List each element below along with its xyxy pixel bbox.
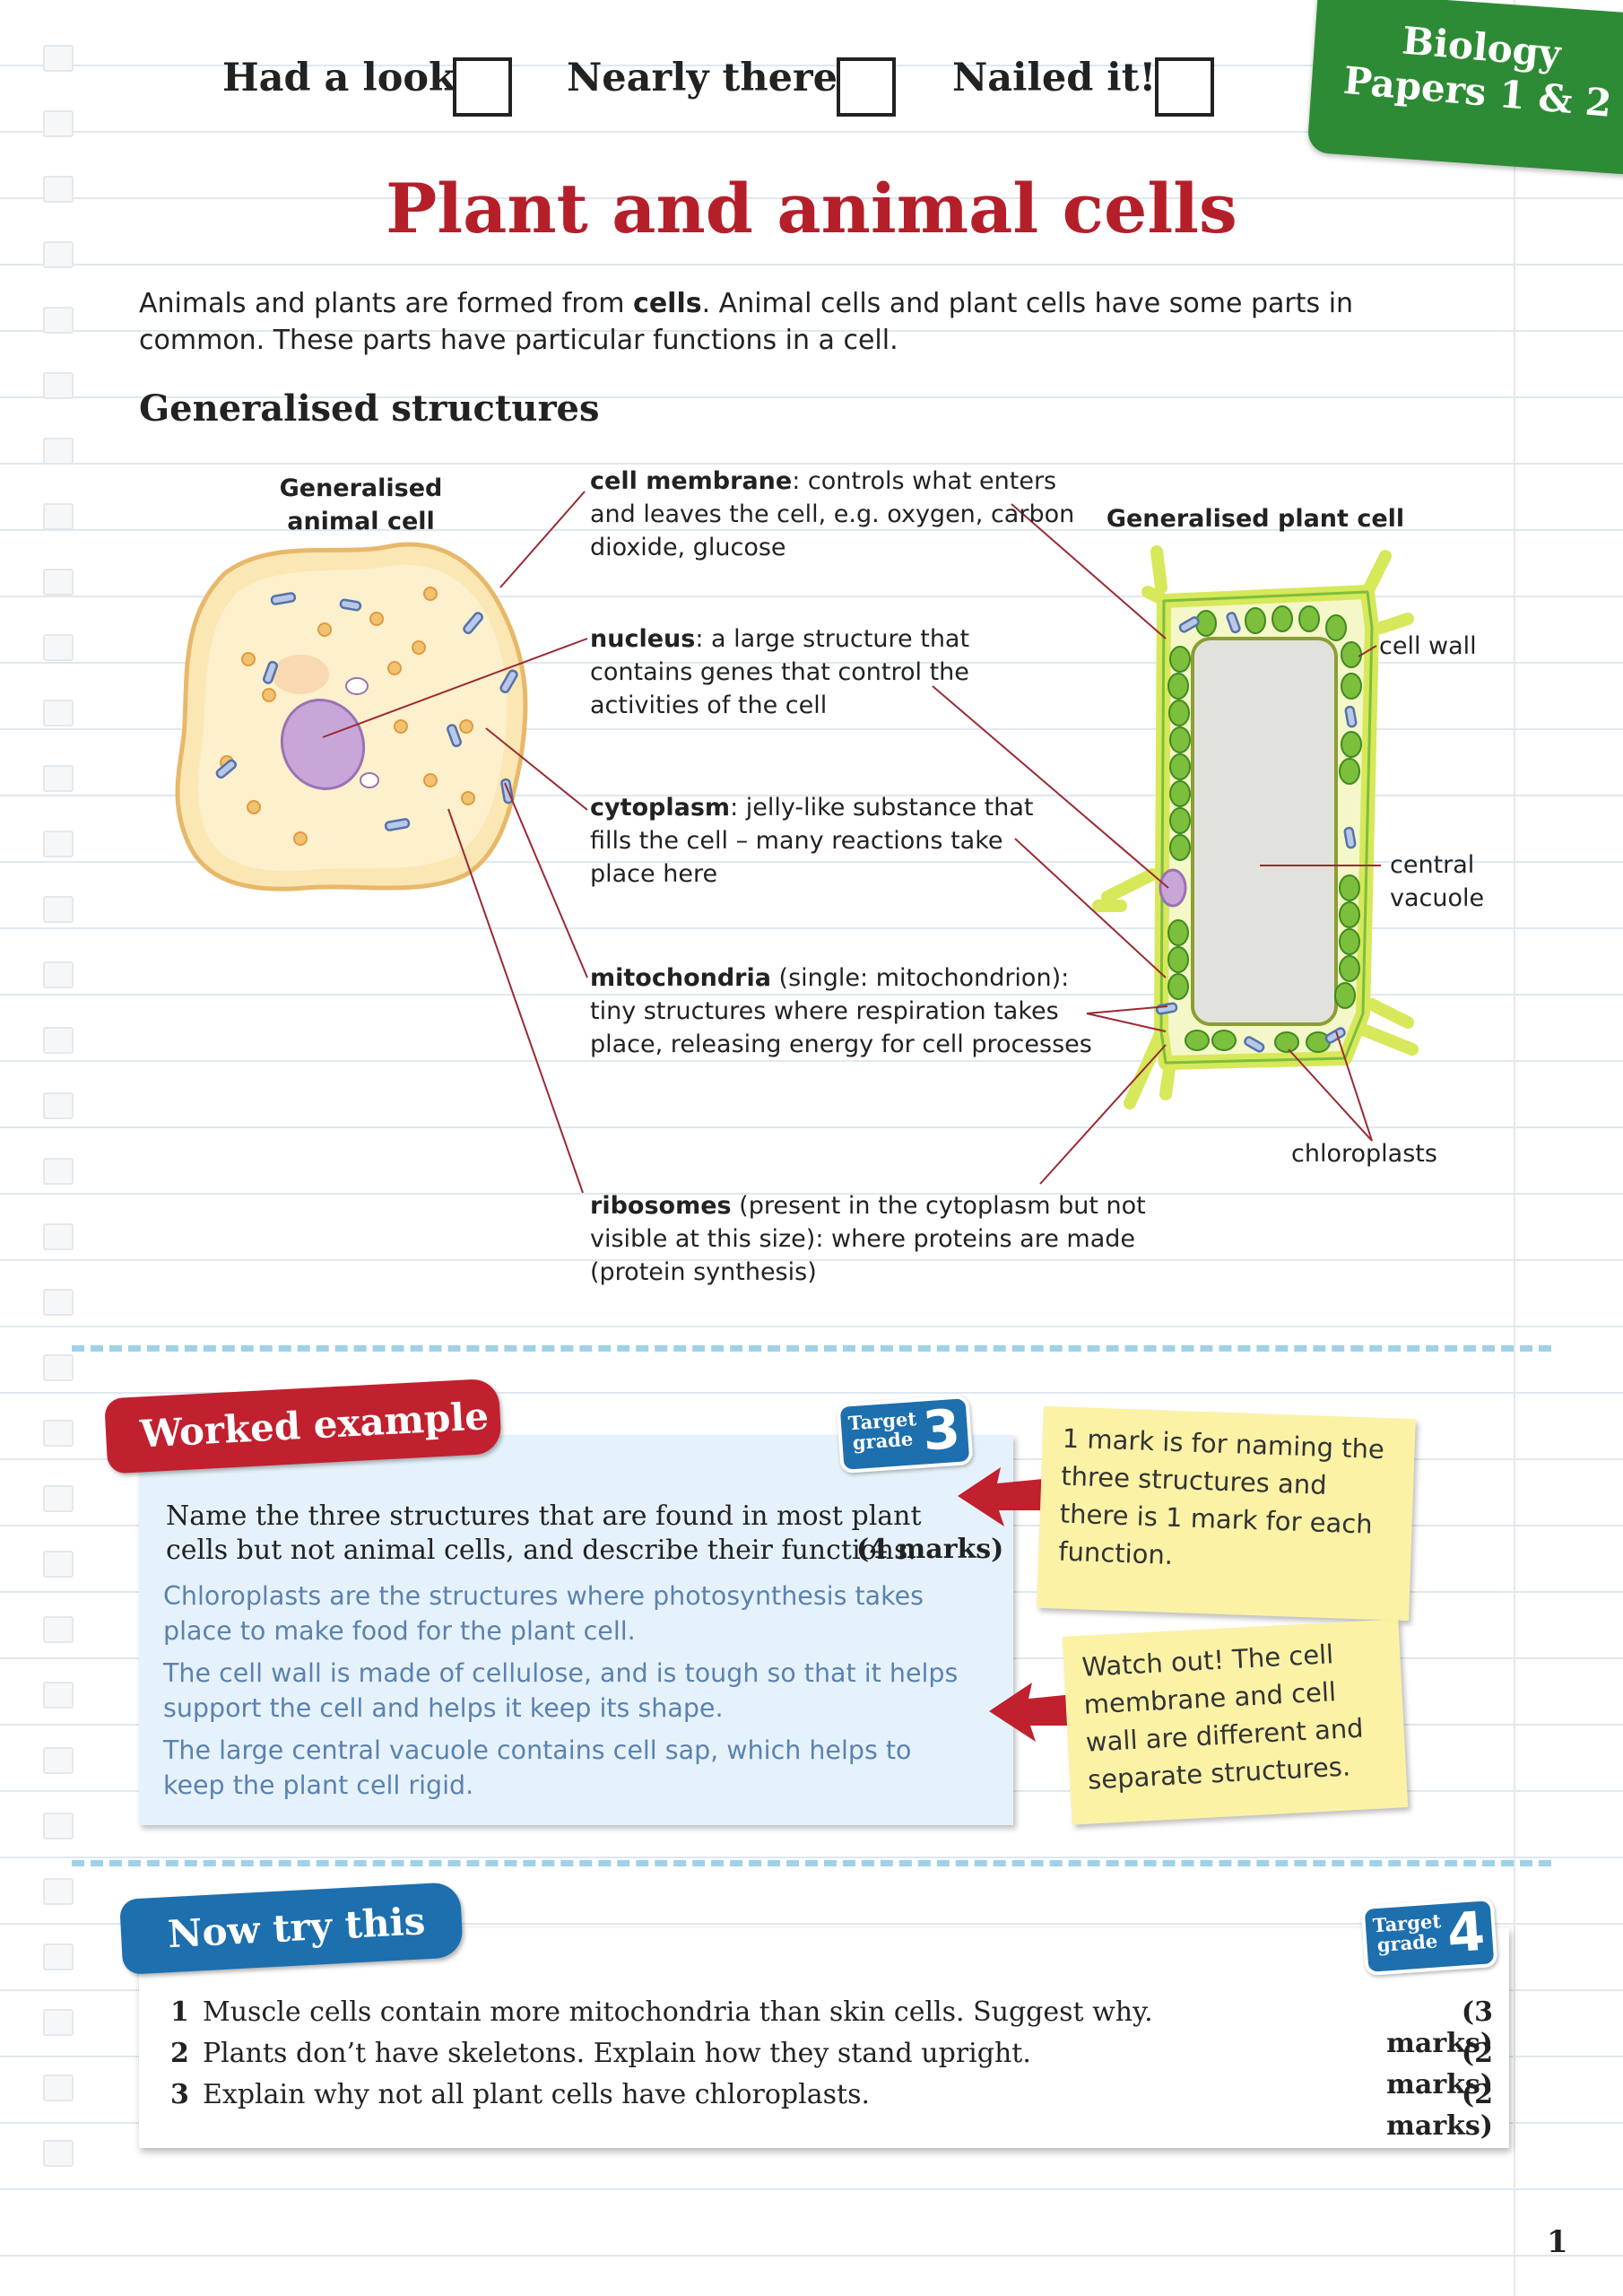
desc-mitochondria: (single: mitochondrion): tiny structures… xyxy=(590,964,1092,1058)
desc-nucleus: : a large structure that contains genes … xyxy=(590,625,970,719)
desc-ribosomes: (present in the cytoplasm but not visibl… xyxy=(590,1192,1146,1286)
question-number: 2 xyxy=(170,2038,189,2069)
term-cytoplasm: cytoplasm xyxy=(590,794,731,822)
worked-example-box xyxy=(139,1435,1013,1825)
label-mitochondria: mitochondria (single: mitochondrion): ti… xyxy=(590,961,1097,1061)
desc-cell-membrane: : controls what enters and leaves the ce… xyxy=(590,467,1075,561)
intro-text-2: . Animal cells and plant cells have some… xyxy=(139,288,1354,356)
page-title: Plant and animal cells xyxy=(386,169,1237,248)
answer-vacuole: The large central vacuole contains cell … xyxy=(163,1735,912,1800)
sticky-note-watch-out: Watch out! The cell membrane and cell wa… xyxy=(1062,1619,1409,1825)
nailed-it-checkbox[interactable] xyxy=(1155,57,1214,117)
target-grade-number: 4 xyxy=(1445,1900,1488,1966)
section-heading: Generalised structures xyxy=(139,387,600,430)
question-2-marks: (2 marks) xyxy=(1386,2038,1493,2100)
section-divider xyxy=(72,1860,1551,1866)
leader-lines xyxy=(322,491,1381,1194)
label-cell-membrane: cell membrane: controls what enters and … xyxy=(590,465,1079,564)
term-nucleus: nucleus xyxy=(590,625,696,653)
section-divider xyxy=(72,1345,1551,1352)
question-3-marks: (2 marks) xyxy=(1386,2079,1493,2142)
sticky-note-marks: 1 mark is for naming the three structure… xyxy=(1037,1405,1416,1622)
label-cell-wall: cell wall xyxy=(1379,632,1477,660)
intro-paragraph: Animals and plants are formed from cells… xyxy=(139,285,1439,359)
question-2: 2 Plants don’t have skeletons. Explain ho… xyxy=(170,2038,1336,2069)
label-chloroplasts: chloroplasts xyxy=(1291,1140,1437,1168)
term-cell-membrane: cell membrane xyxy=(590,467,793,495)
target-grade-label: Target grade xyxy=(847,1407,917,1455)
question-number: 1 xyxy=(170,1996,189,2028)
question-number: 3 xyxy=(170,2079,189,2110)
page-number: 1 xyxy=(1547,2224,1568,2260)
animal-cell-title: Generalised animal cell xyxy=(269,472,453,538)
tracker-label-nailed-it: Nailed it! xyxy=(952,56,1157,100)
target-grade-badge-4: Target grade 4 xyxy=(1360,1896,1498,1977)
intro-bold-cells: cells xyxy=(633,288,702,319)
target-grade-badge-3: Target grade 3 xyxy=(836,1394,974,1474)
label-ribosomes: ribosomes (present in the cytoplasm but … xyxy=(590,1189,1182,1289)
desc-cytoplasm: : jelly-like substance that fills the ce… xyxy=(590,794,1034,888)
question-text: Plants don’t have skeletons. Explain how… xyxy=(203,2038,1031,2069)
red-arrow-icon xyxy=(989,1683,1086,1742)
label-nucleus: nucleus: a large structure that contains… xyxy=(590,622,1079,722)
nearly-there-checkbox[interactable] xyxy=(837,57,896,117)
note-watch-out-text: Watch out! The cell membrane and cell wa… xyxy=(1081,1639,1365,1796)
worked-example-question: Name the three structures that are found… xyxy=(166,1500,922,1566)
margin-line xyxy=(1514,0,1515,2296)
term-ribosomes: ribosomes xyxy=(590,1192,732,1220)
answer-chloroplasts: Chloroplasts are the structures where ph… xyxy=(163,1581,924,1646)
question-1: 1 Muscle cells contain more mitochondria … xyxy=(170,1996,1336,2028)
note-marks-text: 1 mark is for naming the three structure… xyxy=(1057,1422,1385,1570)
animal-cell-title-line1: Generalised xyxy=(279,474,443,502)
worked-example-marks: (4 marks) xyxy=(856,1534,1004,1565)
label-central-vacuole: central vacuole xyxy=(1390,848,1484,915)
term-mitochondria: mitochondria xyxy=(590,964,771,992)
target-grade-number: 3 xyxy=(920,1397,963,1464)
label-central-vacuole-line2: vacuole xyxy=(1390,884,1485,912)
plant-cell-illustration xyxy=(1092,545,1419,1109)
target-grade-label: Target grade xyxy=(1372,1909,1442,1957)
tracker-label-had-a-look: Had a look xyxy=(222,56,456,100)
question-text: Explain why not all plant cells have chl… xyxy=(203,2079,870,2110)
question-1-marks: (3 marks) xyxy=(1386,1996,1493,2059)
question-3: 3 Explain why not all plant cells have ch… xyxy=(170,2079,1336,2110)
label-cytoplasm: cytoplasm: jelly-like substance that fil… xyxy=(590,791,1038,891)
plant-cell-title: Generalised plant cell xyxy=(1106,505,1405,533)
cell-diagram xyxy=(175,491,1419,1194)
animal-cell-illustration xyxy=(175,542,528,891)
intro-text-1: Animals and plants are formed from xyxy=(139,288,634,319)
question-text: Muscle cells contain more mitochondria t… xyxy=(203,1996,1153,2028)
red-arrow-icon xyxy=(958,1467,1055,1526)
had-a-look-checkbox[interactable] xyxy=(453,57,512,117)
label-central-vacuole-line1: central xyxy=(1390,851,1475,879)
animal-cell-title-line2: animal cell xyxy=(287,508,435,535)
now-try-this-box xyxy=(139,1928,1509,2148)
tracker-label-nearly-there: Nearly there xyxy=(567,56,838,100)
answer-cell-wall: The cell wall is made of cellulose, and … xyxy=(163,1658,959,1723)
